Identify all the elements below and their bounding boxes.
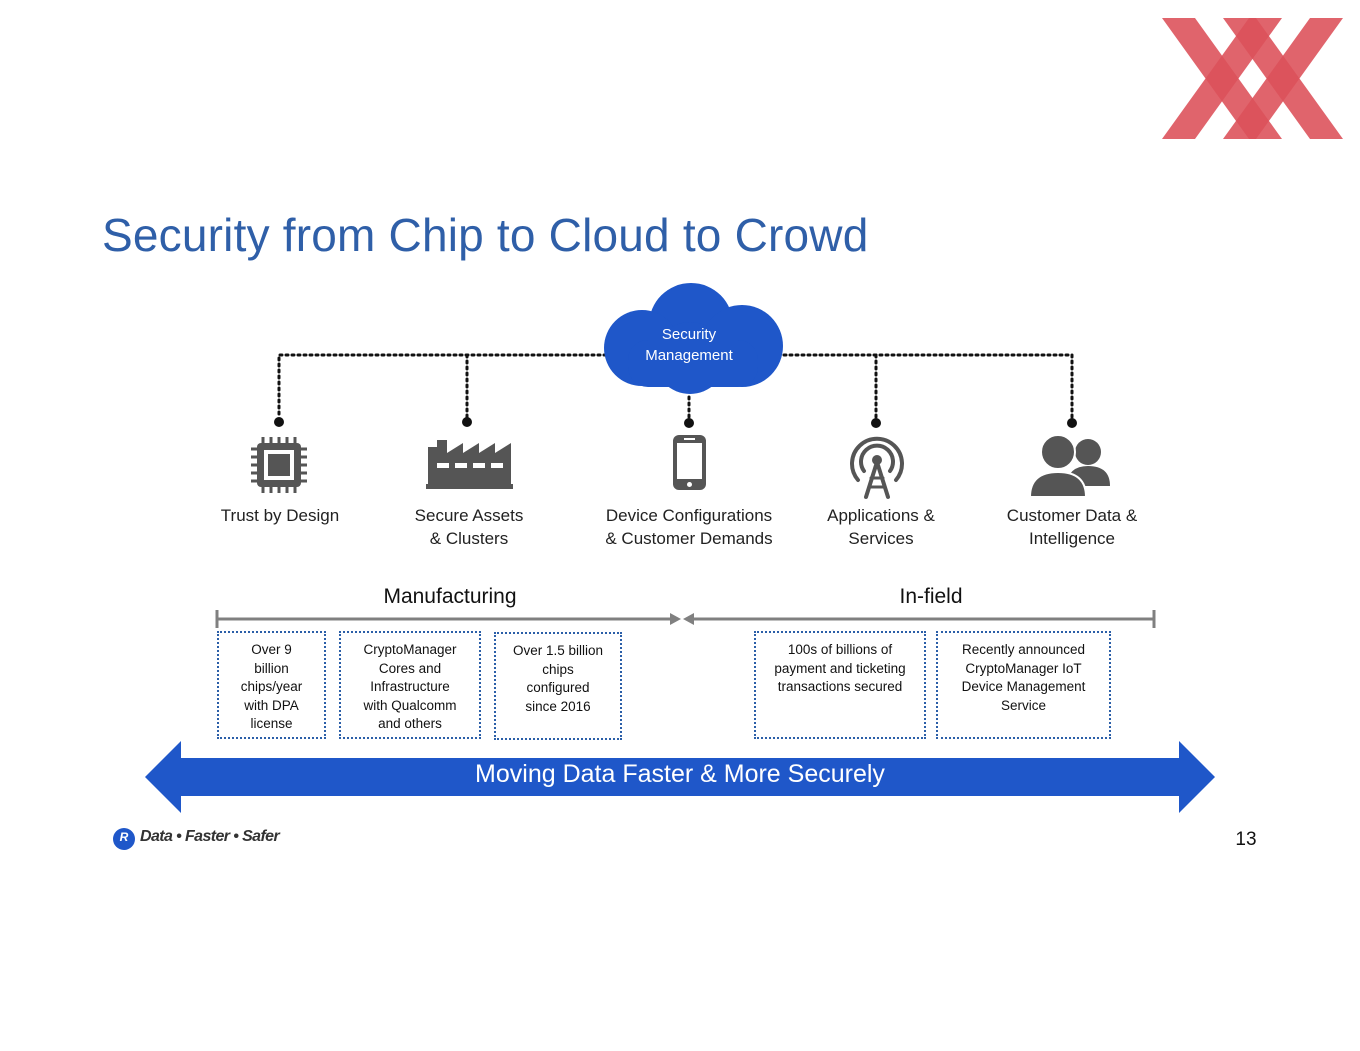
fact-line: Infrastructure xyxy=(370,679,450,694)
users-icon xyxy=(1028,434,1110,498)
timeline-bars xyxy=(215,610,1156,628)
fact-line: Cores and xyxy=(378,660,442,676)
node-label-line: Device Configurations xyxy=(605,506,773,525)
cloud-label: Security Management xyxy=(614,324,764,366)
fact-box-iot-service: Recently announced CryptoManager IoT Dev… xyxy=(936,631,1111,739)
page-title: Security from Chip to Cloud to Crowd xyxy=(102,209,869,261)
fact-line: configured xyxy=(526,680,590,695)
fact-line: CryptoManager IoT xyxy=(965,660,1082,676)
fact-line: Over 1.5 billion xyxy=(512,643,604,658)
footer-logo-icon xyxy=(113,828,135,850)
fact-line: since 2016 xyxy=(525,698,591,714)
fact-line: 100s of billions of xyxy=(787,642,893,657)
section-label-infield: In-field xyxy=(899,585,963,608)
section-label-manufacturing: Manufacturing xyxy=(383,585,517,608)
fact-line: Device Management xyxy=(961,679,1086,694)
connector-lines xyxy=(277,353,1074,420)
node-label-line: & Clusters xyxy=(429,529,509,548)
fact-line: with Qualcomm xyxy=(363,697,457,713)
fact-box-cryptomanager: CryptoManager Cores and Infrastructure w… xyxy=(339,631,481,739)
node-label-device: Device Configurations & Customer Demands xyxy=(579,504,799,550)
fact-line: with DPA xyxy=(244,697,299,713)
timeline-arrowheads xyxy=(670,613,694,625)
fact-line: CryptoManager xyxy=(363,642,457,657)
node-label-line: & Customer Demands xyxy=(605,529,773,548)
node-label-apps: Applications & Services xyxy=(781,504,981,550)
cloud-label-line1: Security xyxy=(661,326,717,343)
node-label-assets: Secure Assets & Clusters xyxy=(369,504,569,550)
fact-line: payment and ticketing xyxy=(774,660,906,676)
page-number: 13 xyxy=(1235,829,1257,850)
antenna-icon xyxy=(850,436,904,499)
cloud-shape xyxy=(604,283,783,394)
fact-line: transactions secured xyxy=(777,679,903,694)
cloud-label-line2: Management xyxy=(645,347,733,364)
fact-line: and others xyxy=(378,716,442,731)
fact-line: license xyxy=(250,716,293,731)
brand-logo-icon xyxy=(1162,18,1343,139)
fact-box-configured: Over 1.5 billion chips configured since … xyxy=(494,632,622,740)
node-label-line: Trust by Design xyxy=(220,506,340,525)
fact-line: Recently announced xyxy=(961,642,1086,657)
factory-icon xyxy=(426,440,513,489)
fact-line: chips xyxy=(542,661,574,677)
node-label-line: Applications & xyxy=(827,506,935,525)
node-label-trust: Trust by Design xyxy=(180,504,380,527)
footer-logo-letter: R xyxy=(119,830,129,844)
chip-icon xyxy=(251,437,307,493)
node-label-line: Services xyxy=(848,529,914,548)
node-label-line: Secure Assets xyxy=(414,506,524,525)
fact-line: chips/year xyxy=(240,679,303,694)
fact-line: Service xyxy=(1000,697,1046,713)
node-label-customer: Customer Data & Intelligence xyxy=(972,504,1172,550)
fact-line: billion xyxy=(254,660,289,676)
node-label-line: Customer Data & xyxy=(1006,506,1138,525)
node-label-line: Intelligence xyxy=(1028,529,1115,548)
banner-label: Moving Data Faster & More Securely xyxy=(475,760,885,788)
fact-box-dpa: Over 9 billion chips/year with DPA licen… xyxy=(217,631,326,739)
fact-box-transactions: 100s of billions of payment and ticketin… xyxy=(754,631,926,739)
connector-dots xyxy=(274,417,1077,428)
smartphone-icon xyxy=(673,435,706,490)
footer-tagline: Data • Faster • Safer xyxy=(140,828,280,845)
fact-line: Over 9 xyxy=(251,642,292,657)
double-arrow-banner xyxy=(145,741,1215,813)
